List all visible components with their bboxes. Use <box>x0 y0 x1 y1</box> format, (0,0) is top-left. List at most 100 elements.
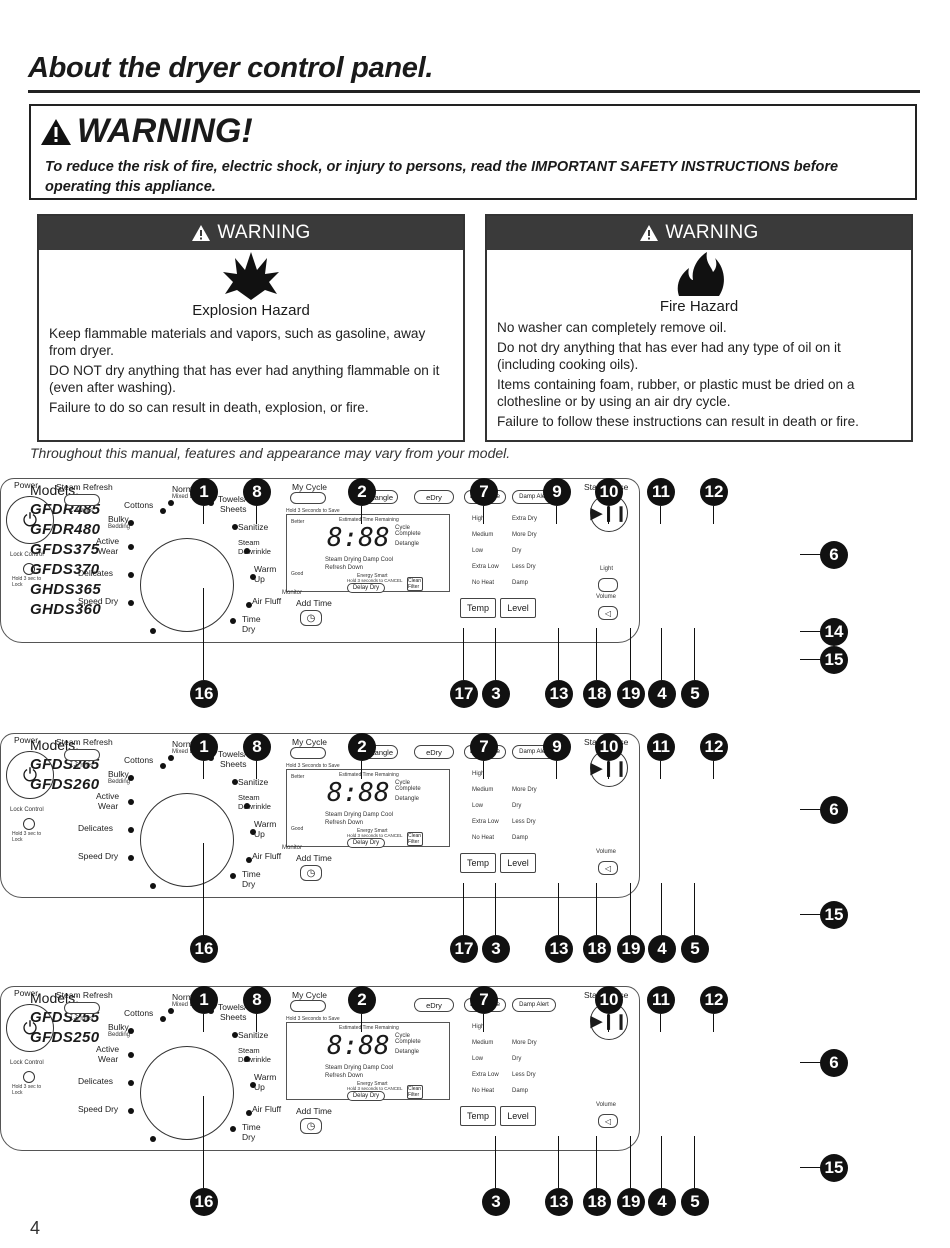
callout-leader-line <box>630 1136 631 1188</box>
level-button[interactable]: Level <box>500 598 536 618</box>
panel-label: Energy Smart <box>357 573 388 579</box>
callout-leader-line <box>556 506 557 524</box>
volume-button[interactable]: ◁ <box>598 606 618 620</box>
explosion-hazard-heading: Explosion Hazard <box>192 302 310 319</box>
panel-label: Cottons <box>124 755 154 765</box>
panel-label: Air Fluff <box>252 1104 282 1114</box>
cycle-selector-knob[interactable] <box>140 793 234 887</box>
panel-label: My Cycle <box>292 482 327 492</box>
callout-leader-line <box>800 1062 822 1063</box>
level-button[interactable]: Level <box>500 1106 536 1126</box>
panel-label: Lock Control <box>10 552 44 558</box>
callout-badge: 19 <box>617 935 645 963</box>
delay-dry-button[interactable]: Delay Dry <box>347 583 385 593</box>
cycle-dot <box>160 1016 166 1022</box>
panel-label: Bedding <box>108 1032 131 1038</box>
panel-label: Good <box>291 826 304 832</box>
damp-alert-button[interactable]: Damp Alert <box>512 998 556 1012</box>
add-time-button[interactable]: ◷ <box>300 1118 322 1134</box>
page-number: 4 <box>30 1218 41 1238</box>
panel-label: Dry <box>512 548 522 554</box>
explosion-text-3: Failure to do so can result in death, ex… <box>49 400 369 415</box>
callout-badge: 3 <box>482 935 510 963</box>
delay-dry-button[interactable]: Delay Dry <box>347 1091 385 1101</box>
panel-label: Less Dry <box>512 564 536 570</box>
add-time-button[interactable]: ◷ <box>300 610 322 626</box>
callout-leader-line <box>556 761 557 779</box>
panel-label: Add Time <box>296 853 332 863</box>
temp-button[interactable]: Temp <box>460 1106 496 1126</box>
power-button[interactable]: ⏻ <box>6 751 54 799</box>
explosion-text-2: DO NOT dry anything that has ever had an… <box>49 363 440 395</box>
callout-leader-line <box>694 628 695 680</box>
panel-label: Steam Drying Damp Cool <box>325 557 394 563</box>
panel-label: Mixed Loads <box>172 749 207 755</box>
steam-refresh-button[interactable] <box>64 749 100 761</box>
callout-leader-line <box>608 1014 609 1032</box>
panel-label: Hold 3 Seconds to Save <box>286 1016 340 1022</box>
callout-badge: 16 <box>190 935 218 963</box>
cycle-dot <box>150 1136 156 1142</box>
callout-badge: 3 <box>482 680 510 708</box>
power-button[interactable]: ⏻ <box>6 1004 54 1052</box>
panel-label: Medium <box>472 1040 494 1046</box>
cycle-dot <box>230 1126 236 1132</box>
panel-label: Speed Dry <box>78 851 119 861</box>
panel-label: Refresh Down <box>325 1073 364 1079</box>
light-button[interactable] <box>598 578 618 592</box>
panel-label: Power <box>14 480 39 490</box>
callout-badge: 19 <box>617 680 645 708</box>
cycle-dot <box>150 628 156 634</box>
my-cycle-button[interactable] <box>290 1000 326 1012</box>
callout-badge: 11 <box>647 478 675 506</box>
main-warning-box: WARNING! To reduce the risk of fire, ele… <box>29 104 917 200</box>
callout-leader-line <box>256 1014 257 1032</box>
callout-badge: 3 <box>482 1188 510 1216</box>
callout-badge: 18 <box>583 680 611 708</box>
cycle-selector-knob[interactable] <box>140 538 234 632</box>
warning-triangle-icon <box>640 225 659 241</box>
callout-badge: 13 <box>545 680 573 708</box>
panel-label: Damp <box>512 1088 529 1094</box>
panel-label: More Dry <box>512 1040 537 1046</box>
cycle-dot <box>128 799 134 805</box>
callout-leader-line <box>660 506 661 524</box>
volume-button[interactable]: ◁ <box>598 1114 618 1128</box>
steam-refresh-button[interactable] <box>64 494 100 506</box>
panel-label: Mixed Loads <box>172 1002 207 1008</box>
temp-button[interactable]: Temp <box>460 598 496 618</box>
explosion-text-1: Keep flammable materials and vapors, suc… <box>49 326 426 358</box>
model-name: GFDS370 <box>30 561 100 578</box>
my-cycle-button[interactable] <box>290 747 326 759</box>
cycle-selector-knob[interactable] <box>140 1046 234 1140</box>
panel-label: Cycle Complete <box>395 1033 421 1045</box>
time-display: 8:88 <box>327 523 390 553</box>
panel-label: Steam Refresh <box>56 737 113 747</box>
edry-button[interactable]: eDry <box>414 998 454 1012</box>
panel-label: High <box>472 516 485 522</box>
power-button[interactable]: ⏻ <box>6 496 54 544</box>
cycle-dot <box>244 803 250 809</box>
callout-badge: 15 <box>820 901 848 929</box>
model-name: GHDS360 <box>30 601 102 618</box>
add-time-button[interactable]: ◷ <box>300 865 322 881</box>
edry-button[interactable]: eDry <box>414 490 454 504</box>
callout-badge: 8 <box>243 733 271 761</box>
panel-label: Bedding <box>108 779 131 785</box>
panel-label: Sanitize <box>238 522 269 532</box>
cycle-dot <box>246 602 252 608</box>
panel-label: Speed Dry <box>78 1104 119 1114</box>
panel-label: Less Dry <box>512 1072 536 1078</box>
callout-badge: 16 <box>190 1188 218 1216</box>
volume-button[interactable]: ◁ <box>598 861 618 875</box>
my-cycle-button[interactable] <box>290 492 326 504</box>
panel-label: Towels/ <box>218 1002 247 1012</box>
steam-refresh-button[interactable] <box>64 1002 100 1014</box>
edry-button[interactable]: eDry <box>414 745 454 759</box>
panel-label: Power <box>14 735 39 745</box>
delay-dry-button[interactable]: Delay Dry <box>347 838 385 848</box>
panel-label: Hold 3 seconds to CANCEL <box>347 1086 403 1091</box>
temp-button[interactable]: Temp <box>460 853 496 873</box>
level-button[interactable]: Level <box>500 853 536 873</box>
callout-badge: 15 <box>820 646 848 674</box>
